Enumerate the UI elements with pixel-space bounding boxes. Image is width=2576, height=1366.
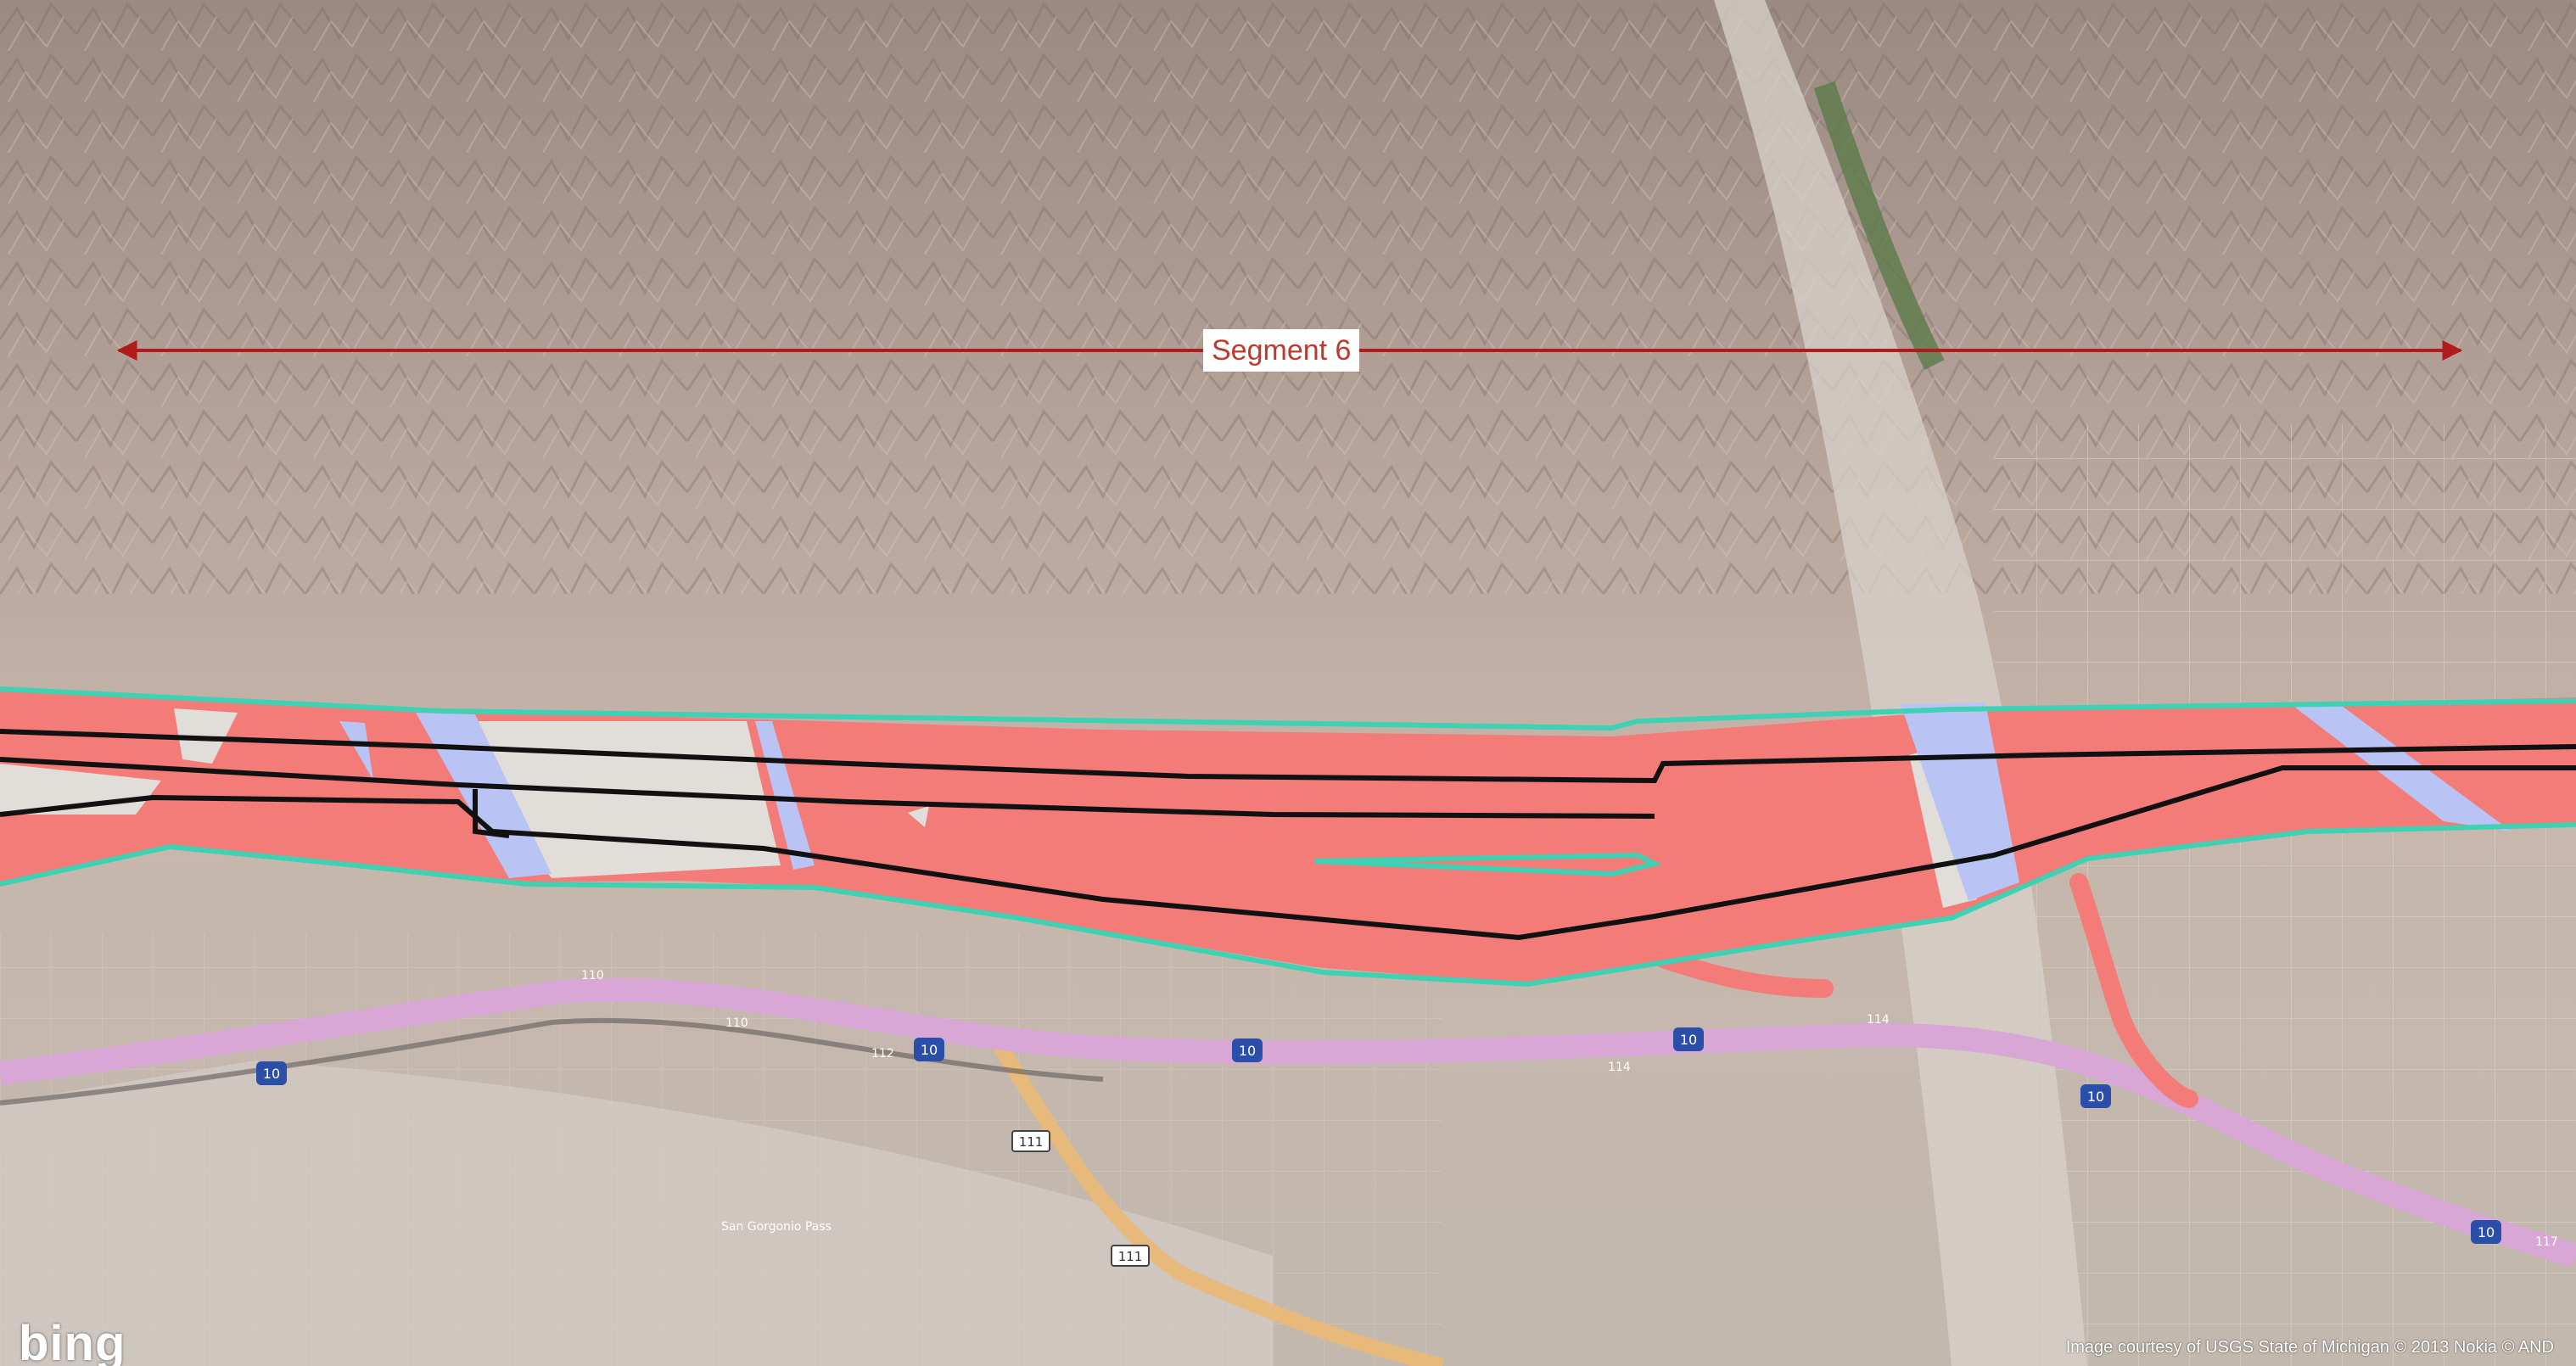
inner-boundary [1314,852,1662,877]
state-route-number: 111 [1118,1249,1143,1264]
interstate-10 [0,977,2576,1268]
exit-marker: 110 [725,1016,748,1030]
river-wash-west [0,1061,1273,1366]
place-label: San Gorgonio Pass [721,1220,832,1234]
exit-marker: 117 [2535,1235,2558,1249]
water-crossing [339,721,373,781]
interstate-shield: 10 [1232,1038,1263,1062]
imagery-attribution: Image courtesy of USGS State of Michigan… [2065,1338,2554,1357]
segment-label: Segment 6 [1203,329,1360,372]
corridor-spur-east [2069,873,2198,1108]
state-route-number: 111 [1019,1134,1044,1150]
interstate-number: 10 [2087,1089,2104,1105]
corridor-boundary [0,822,2576,988]
interstate-number: 10 [921,1042,938,1058]
interstate-shield: 10 [914,1038,944,1061]
exit-marker: 114 [1608,1061,1631,1074]
exit-marker: 114 [1867,1013,1890,1027]
interstate-shield: 10 [2080,1084,2111,1108]
exit-marker: 110 [581,969,604,983]
state-route-111 [986,1031,1445,1366]
railroad [0,1017,1104,1106]
corridor-boundary [0,686,2576,731]
alignment-jog [473,789,510,838]
interstate-number: 10 [1680,1032,1697,1048]
exit-marker: 112 [871,1047,894,1061]
excluded-area [908,806,929,827]
vegetation-strip [1813,81,1945,370]
interstate-shield: 10 [256,1061,287,1085]
alignment-south [0,765,2576,941]
alignment-north [0,729,2576,784]
interstate-shield: 10 [1673,1027,1704,1051]
interstate-number: 10 [263,1066,280,1082]
alignment-middle [0,757,1655,819]
bing-logo: bing [19,1316,126,1366]
water-crossing [1901,703,2019,901]
interstate-number: 10 [1239,1043,1256,1059]
state-route-shield: 111 [1111,1245,1150,1267]
corridor-spur-south [1654,949,1834,998]
interstate-number: 10 [2478,1224,2495,1240]
state-route-shield: 111 [1011,1130,1050,1152]
excluded-area [475,721,781,878]
water-crossing [416,713,552,878]
interstate-shield: 10 [2471,1220,2501,1244]
